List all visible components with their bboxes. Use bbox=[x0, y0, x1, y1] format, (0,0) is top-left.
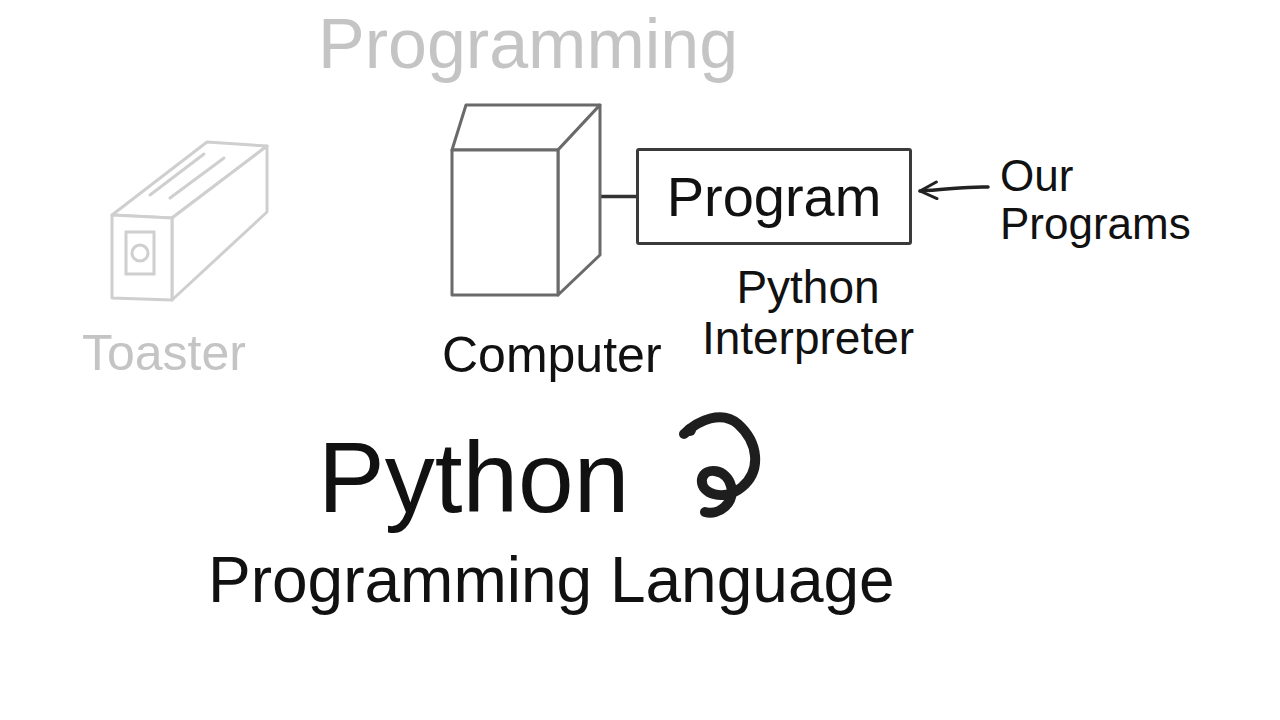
annotation: Python Interpreter bbox=[668, 262, 948, 363]
shape-caption: Toaster bbox=[82, 326, 246, 381]
toaster-dial bbox=[126, 232, 154, 274]
leader-arrow bbox=[920, 187, 988, 191]
snake-head bbox=[684, 424, 696, 436]
toaster-knob bbox=[132, 245, 148, 261]
computer-box: Computer bbox=[452, 150, 558, 295]
snake-symbol bbox=[684, 417, 755, 512]
toaster-outline bbox=[112, 140, 267, 300]
computer-outline bbox=[452, 150, 558, 295]
outline-face bbox=[452, 150, 558, 295]
shape-caption: Computer bbox=[442, 328, 662, 383]
process-box: Program bbox=[636, 148, 912, 245]
language-name: Python bbox=[318, 422, 658, 532]
box-label: Program bbox=[667, 166, 882, 228]
annotation: Our Programs bbox=[1000, 152, 1215, 249]
outline-face bbox=[558, 105, 600, 295]
toaster-drawing: Toaster bbox=[112, 140, 267, 300]
subtitle: Programming Language bbox=[208, 545, 948, 615]
outline-face bbox=[112, 215, 172, 300]
title: Programming bbox=[318, 6, 738, 83]
toaster-slot bbox=[150, 154, 224, 198]
